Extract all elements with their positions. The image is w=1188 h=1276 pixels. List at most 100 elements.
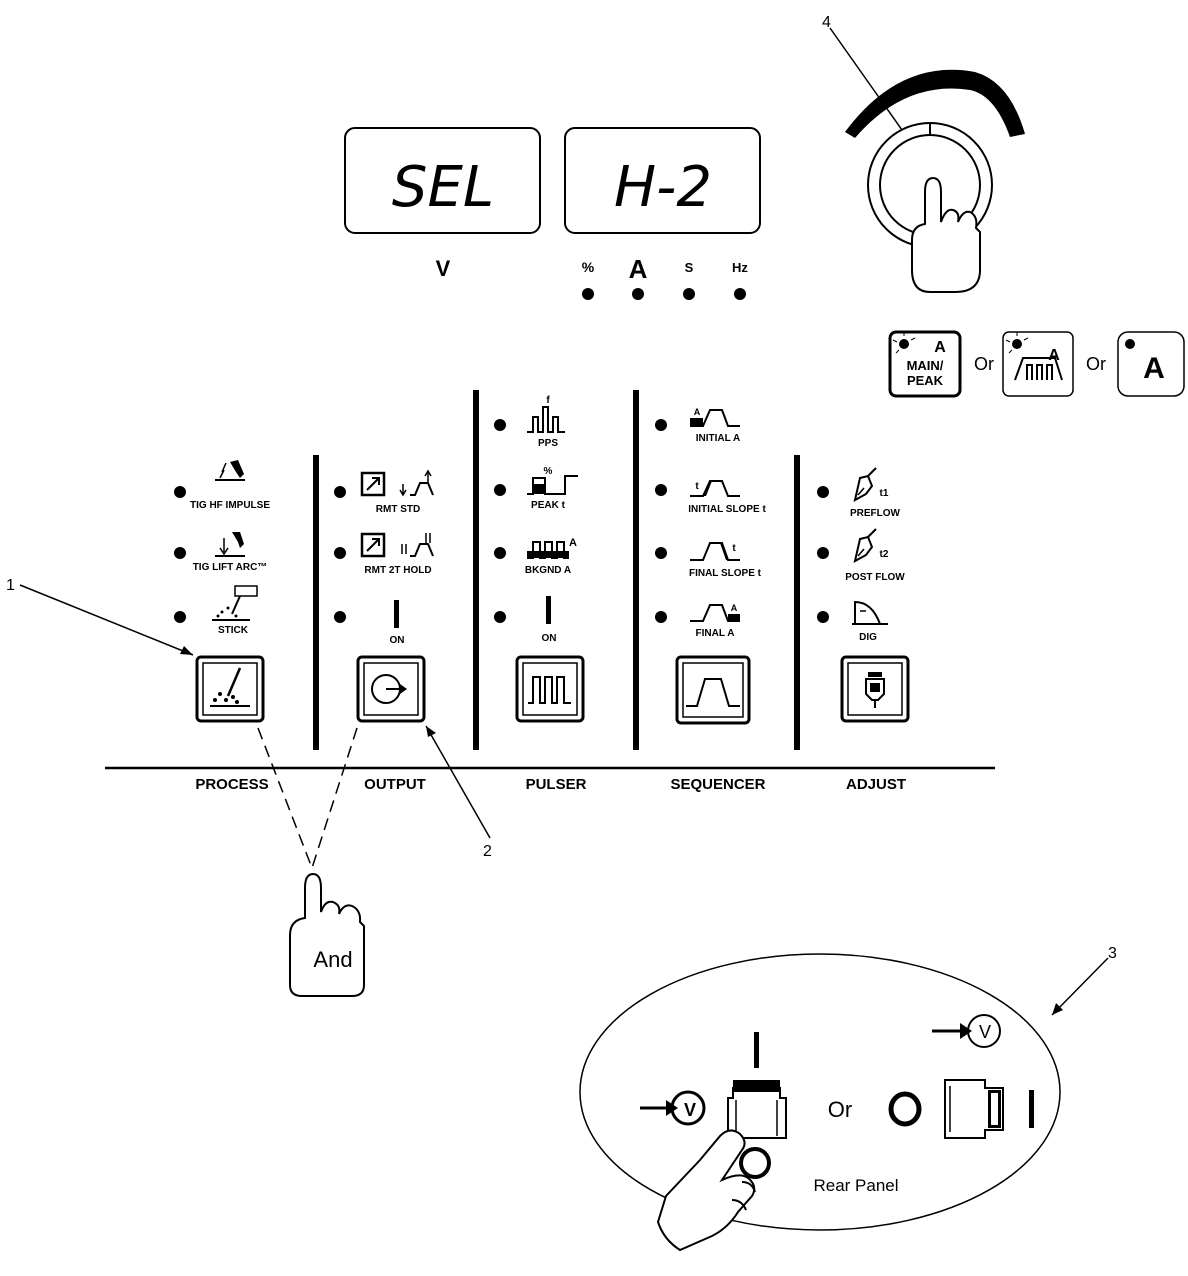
process-column: TIG HF IMPULSE TIG LIFT ARC™ STICK PROCE… bbox=[174, 460, 270, 793]
amps-big-a: A bbox=[1143, 352, 1165, 385]
adjust-column: t1 PREFLOW t2 POST FLOW DIG ADJUST bbox=[817, 467, 910, 793]
right-display: H-2 bbox=[564, 127, 761, 234]
alt-power-switch[interactable] bbox=[944, 1079, 1004, 1139]
sequencer-title: SEQUENCER bbox=[670, 776, 765, 793]
rear-or-label: Or bbox=[828, 1097, 852, 1122]
output-button[interactable] bbox=[356, 655, 426, 723]
stick-label: STICK bbox=[218, 625, 249, 636]
divider-sequencer-adjust bbox=[794, 455, 800, 750]
bkgnd-icon: A bbox=[527, 537, 577, 559]
switch-on-mark bbox=[754, 1032, 759, 1068]
process-button[interactable] bbox=[195, 655, 265, 723]
led-stick bbox=[174, 611, 186, 623]
tig-hf-label: TIG HF IMPULSE bbox=[190, 500, 270, 511]
led-initial-slope bbox=[655, 484, 667, 496]
callout-3: 3 bbox=[1108, 945, 1117, 962]
amps-label: A bbox=[629, 254, 648, 284]
pulse-a: A bbox=[1048, 347, 1060, 364]
seconds-led bbox=[683, 288, 695, 300]
initial-slope-label: INITIAL SLOPE t bbox=[688, 504, 766, 515]
pulser-on-label: ON bbox=[542, 633, 557, 644]
alt-switch-on-mark bbox=[1029, 1090, 1034, 1128]
led-postflow bbox=[817, 547, 829, 559]
knob-rotation-arc bbox=[845, 69, 1025, 138]
led-pulser-on bbox=[494, 611, 506, 623]
divider-pulser-sequencer bbox=[633, 390, 639, 750]
main-peak-a: A bbox=[934, 339, 946, 356]
output-on-icon bbox=[394, 600, 399, 628]
pps-label: PPS bbox=[538, 438, 558, 449]
callout-1: 1 bbox=[6, 577, 15, 594]
dig-icon bbox=[852, 600, 888, 625]
initial-a-letter: A bbox=[694, 407, 701, 417]
hertz-led bbox=[734, 288, 746, 300]
led-tig-hf bbox=[174, 486, 186, 498]
rear-panel-label: Rear Panel bbox=[813, 1176, 898, 1195]
initial-a-label: INITIAL A bbox=[696, 433, 740, 444]
input-voltage-icon-right: V bbox=[932, 1014, 1001, 1048]
output-column: RMT STD RMT 2T HOLD ON OUTPUT bbox=[334, 469, 434, 793]
final-a-icon: A bbox=[690, 603, 740, 622]
percent-led bbox=[582, 288, 594, 300]
preflow-icon: t1 bbox=[853, 467, 889, 502]
percent-label: % bbox=[582, 259, 595, 275]
callout-2-line bbox=[425, 725, 491, 839]
pointing-hand-icon bbox=[911, 176, 981, 293]
initial-slope-t: t bbox=[695, 481, 699, 492]
switch-hand-icon bbox=[656, 1129, 756, 1252]
switch-off-mark bbox=[739, 1147, 771, 1179]
pps-icon: f bbox=[527, 395, 565, 433]
tig-lift-label: TIG LIFT ARC™ bbox=[193, 562, 268, 573]
stick-icon bbox=[212, 585, 258, 621]
led-final-a bbox=[655, 611, 667, 623]
pps-f: f bbox=[546, 395, 550, 406]
main-peak-button-option: A MAIN/ PEAK bbox=[888, 330, 962, 398]
and-label: And bbox=[313, 947, 352, 972]
adjust-title: ADJUST bbox=[846, 776, 906, 793]
volts-label: V bbox=[436, 256, 451, 281]
pulser-on-icon bbox=[546, 596, 551, 624]
peak-t-label: PEAK t bbox=[531, 500, 566, 511]
led-preflow bbox=[817, 486, 829, 498]
led-tig-lift bbox=[174, 547, 186, 559]
led-rmt-std bbox=[334, 486, 346, 498]
press-both-hand-icon bbox=[289, 872, 365, 997]
dashed-line-process bbox=[257, 727, 313, 869]
final-a-label: FINAL A bbox=[696, 628, 735, 639]
pulser-title: PULSER bbox=[526, 776, 587, 793]
final-slope-label: FINAL SLOPE t bbox=[689, 568, 762, 579]
right-display-text: H-2 bbox=[614, 155, 712, 220]
postflow-label: POST FLOW bbox=[845, 572, 905, 583]
sequencer-button[interactable] bbox=[675, 655, 751, 725]
hertz-label: Hz bbox=[732, 260, 748, 275]
led-output-on bbox=[334, 611, 346, 623]
divider-process-output bbox=[313, 455, 319, 750]
process-title: PROCESS bbox=[195, 776, 268, 793]
callout-2: 2 bbox=[483, 843, 492, 860]
peak-label: PEAK bbox=[907, 373, 944, 388]
input-voltage-icon-left: V bbox=[640, 1090, 706, 1126]
rear-panel: V Or Rear Panel V bbox=[579, 953, 1061, 1252]
preflow-label: PREFLOW bbox=[850, 508, 901, 519]
led-bkgnd bbox=[494, 547, 506, 559]
or-label-2: Or bbox=[1086, 354, 1106, 374]
tig-hf-icon bbox=[215, 460, 245, 481]
power-switch[interactable] bbox=[727, 1080, 787, 1139]
peak-percent: % bbox=[544, 466, 553, 477]
initial-slope-icon: t bbox=[690, 480, 740, 497]
final-a-letter: A bbox=[731, 603, 738, 613]
bkgnd-label: BKGND A bbox=[525, 565, 571, 576]
callout-1-line bbox=[19, 584, 194, 656]
adjust-button[interactable] bbox=[840, 655, 910, 723]
seconds-label: S bbox=[685, 260, 694, 275]
postflow-t2: t2 bbox=[880, 549, 889, 560]
led-peak-t bbox=[494, 484, 506, 496]
pulser-button[interactable] bbox=[515, 655, 585, 723]
postflow-icon: t2 bbox=[853, 528, 889, 563]
led-pps bbox=[494, 419, 506, 431]
rmt-2t-icon bbox=[360, 532, 434, 558]
main-label: MAIN/ bbox=[907, 358, 944, 373]
dashed-line-output bbox=[311, 727, 358, 869]
final-slope-icon: t bbox=[690, 542, 740, 561]
